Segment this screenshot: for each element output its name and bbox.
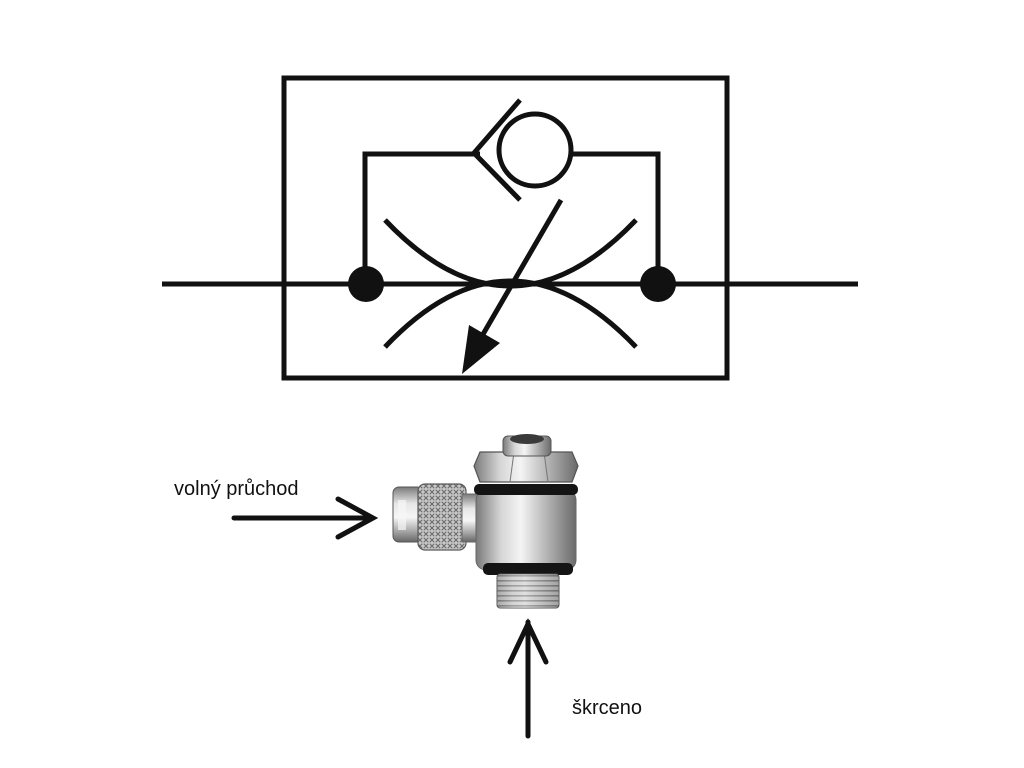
symbol-bypass-line-right	[572, 151, 661, 284]
free-flow-arrow	[231, 496, 379, 540]
label-throttled: škrceno	[572, 697, 643, 719]
check-valve-seat	[470, 98, 522, 202]
fitting-oring-upper	[474, 484, 578, 495]
symbol-enclosure	[281, 75, 730, 381]
junction-dot-left	[348, 266, 384, 302]
throttled-flow-arrow	[507, 618, 549, 739]
throttle-upper-arc	[383, 218, 638, 289]
throttle-lower-arc	[383, 278, 638, 349]
fitting-illustration	[392, 434, 579, 609]
adjustable-arrow-shaft	[479, 198, 564, 338]
fitting-knurled-nut	[417, 483, 467, 551]
valve-symbol	[162, 75, 858, 381]
junction-dot-right	[640, 266, 676, 302]
check-valve-ball	[496, 111, 574, 189]
fitting-hex-nut	[473, 451, 579, 483]
fitting-oring-lower	[483, 563, 573, 575]
label-free-flow: volný průchod	[174, 478, 299, 500]
adjustable-arrow-head	[462, 325, 500, 374]
symbol-bypass-line	[362, 151, 480, 284]
fitting-body	[475, 489, 577, 571]
